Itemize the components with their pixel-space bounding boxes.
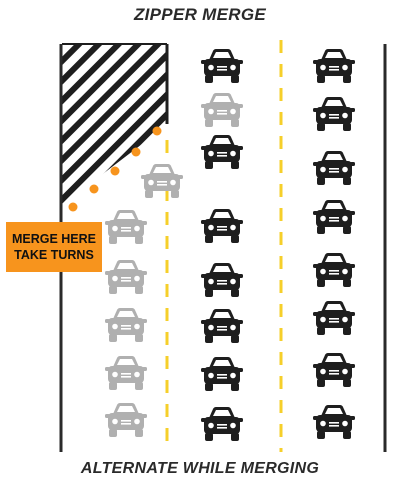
car-front-icon xyxy=(201,209,243,243)
car-front-icon xyxy=(201,357,243,391)
merge-sign-line1: MERGE HERE xyxy=(11,232,97,246)
car-front-icon xyxy=(313,301,355,335)
car-front-icon xyxy=(313,49,355,83)
cone-marker xyxy=(68,202,78,212)
car-front-icon xyxy=(105,356,147,390)
car-front-icon xyxy=(313,405,355,439)
cone-marker xyxy=(89,184,99,194)
car-front-icon xyxy=(105,403,147,437)
car-front-icon xyxy=(313,97,355,131)
car-front-icon xyxy=(141,164,183,198)
car-front-icon xyxy=(201,263,243,297)
car-front-icon xyxy=(201,49,243,83)
car-front-icon xyxy=(201,407,243,441)
cone-marker xyxy=(110,166,120,176)
taper-cones xyxy=(68,126,162,212)
car-front-icon-merging xyxy=(201,93,243,127)
footer-caption: ALTERNATE WHILE MERGING xyxy=(80,460,320,477)
merge-sign-line2: TAKE TURNS xyxy=(14,248,94,262)
merging-car xyxy=(141,164,183,198)
car-front-icon xyxy=(313,353,355,387)
merge-sign: MERGE HERE TAKE TURNS xyxy=(6,222,102,272)
car-front-icon xyxy=(105,308,147,342)
cone-marker xyxy=(131,147,141,157)
car-front-icon xyxy=(105,260,147,294)
car-front-icon xyxy=(313,151,355,185)
cone-marker xyxy=(152,126,162,136)
car-front-icon xyxy=(313,200,355,234)
car-front-icon xyxy=(313,253,355,287)
diagram-title: ZIPPER MERGE xyxy=(133,5,267,24)
car-front-icon xyxy=(201,309,243,343)
car-front-icon xyxy=(105,210,147,244)
car-front-icon xyxy=(201,135,243,169)
